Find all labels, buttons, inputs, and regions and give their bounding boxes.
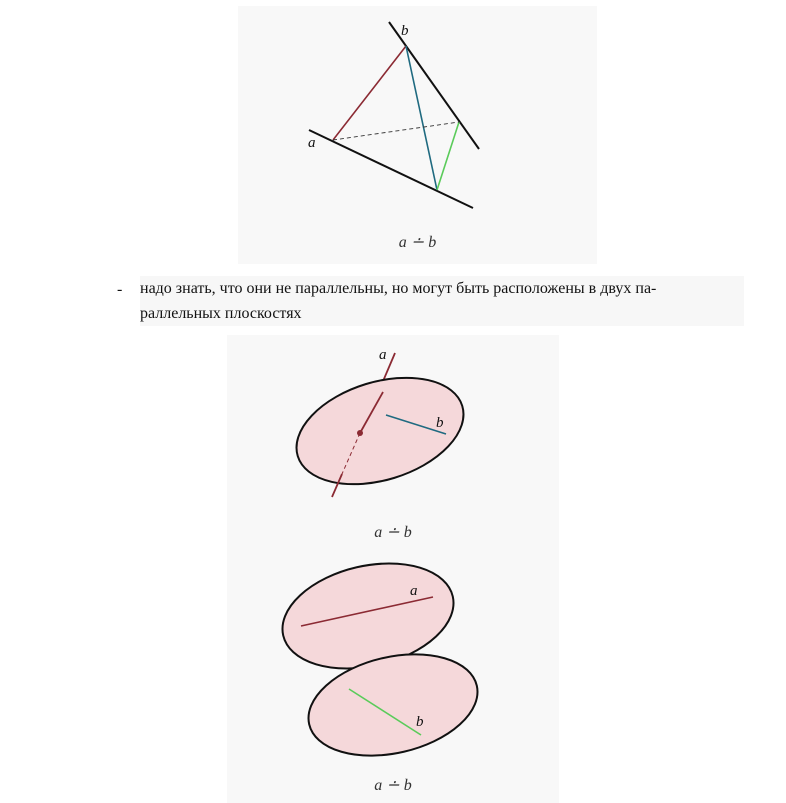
figure-skew-lines-tetrahedron: b a a ∸ b (238, 6, 597, 264)
figure-parallel-planes: a b a b a ∸ b a ∸ b (227, 335, 559, 803)
segment-green (436, 121, 460, 191)
paragraph-line-2: раллельных плоскостях (140, 305, 302, 322)
fig3-line-b (348, 688, 422, 736)
segment-red (332, 45, 407, 141)
figure-2-3-drawing: a b a b (281, 347, 479, 757)
fig2-label-b: b (436, 415, 444, 431)
figure-2-caption: a ∸ b (374, 524, 412, 541)
line-a (308, 129, 474, 209)
figure-1-drawing: b a (308, 21, 480, 209)
line-b-in-plane (385, 414, 447, 435)
paragraph-line-1: надо знать, что они не параллельны, но м… (140, 280, 657, 297)
fig3-label-b: b (416, 714, 424, 730)
line-a-hidden (341, 432, 361, 475)
label-b: b (401, 23, 409, 39)
segment-teal (405, 45, 438, 191)
line-a-lower (331, 473, 343, 498)
fig3-line-a (300, 596, 434, 627)
figure-1-caption: a ∸ b (398, 234, 437, 251)
figure-3-caption: a ∸ b (374, 777, 412, 794)
plane-lower (307, 653, 479, 757)
intersection-point (357, 430, 363, 436)
fig2-label-a: a (379, 347, 387, 363)
label-a: a (308, 135, 316, 151)
plane-1 (295, 376, 465, 486)
fig3-label-a: a (410, 583, 418, 599)
line-a-over-plane (359, 391, 384, 434)
segment-dashed (332, 121, 460, 141)
line-b (388, 21, 480, 150)
bullet-marker: - (117, 281, 123, 298)
bullet-paragraph: надо знать, что они не параллельны, но м… (140, 276, 744, 326)
